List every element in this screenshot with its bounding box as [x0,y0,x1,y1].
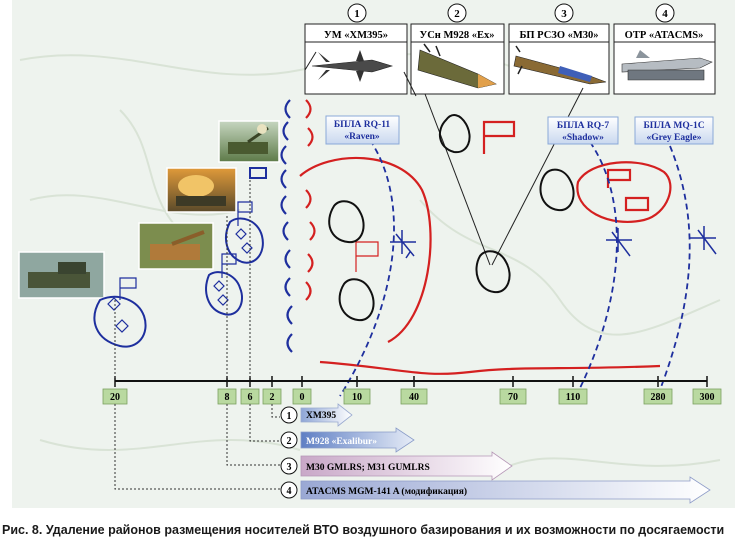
tick-label: 110 [566,392,580,403]
range-number: 4 [287,486,292,497]
tick-label: 8 [225,392,230,403]
tick-label: 20 [110,392,120,403]
uav-label-line1: БПЛА RQ-11 [334,120,391,130]
weapon-number: 1 [354,8,360,20]
range-label: M30 GMLRS; M31 GUMLRS [306,463,430,473]
range-number: 3 [287,462,292,473]
weapon-m30-box: 3 БП РСЗО «М30» [508,3,610,95]
red-flag-front [355,241,379,272]
range-label: M928 «Exalibur» [306,437,377,447]
range-row-xm395: 1 XM395 [280,403,353,427]
arrow-arcs [107,228,253,333]
range-row-atacms: 4 ATACMS MGM-141 A (модификация) [280,476,711,504]
weapon-atacms-box: 4 ОТР «ATACMS» [613,3,716,95]
uav-trajectories [339,139,691,401]
photo-himars [18,251,105,299]
weapon-label: УМ «XM395» [324,30,388,41]
uav-label-grey-eagle: БПЛА MQ-1C «Grey Eagle» [634,116,714,145]
uav-label-shadow: БПЛА RQ-7 «Shadow» [547,116,619,145]
uav-label-raven: БПЛА RQ-11 «Raven» [325,115,400,145]
weapon-m928-box: 2 УСн М928 «Ex» [410,3,505,95]
uav-label-line1: БПЛА MQ-1C [643,121,704,131]
artillery-shell-icon [417,43,497,89]
tick-label: 300 [700,392,715,403]
uav-label-line1: БПЛА RQ-7 [557,121,609,131]
missile-launcher-icon [621,50,713,81]
tick-label: 10 [352,392,362,403]
range-row-m928: 2 M928 «Exalibur» [280,427,415,453]
weapon-xm395-box: 1 УМ «XM395» [304,3,408,95]
uav-arrow-markers [390,226,717,259]
photo-howitzer-m109 [138,222,214,270]
photo-mlrs-firing [166,167,237,213]
front-line-red [299,99,672,375]
tick-label: 2 [270,392,275,403]
figure-caption: Рис. 8. Удаление районов размещения носи… [2,523,725,537]
axis-tick-labels: 20 8 6 2 0 10 40 70 110 280 300 [102,388,722,405]
uav-label-line2: «Shadow» [562,133,604,143]
front-line-blue [280,99,293,353]
unit-symbols-black [328,114,575,322]
range-leader-lines [114,180,280,490]
weapon-number: 2 [454,8,460,20]
weapon-number: 3 [561,8,567,20]
tick-label: 70 [508,392,518,403]
weapon-number: 4 [662,8,668,20]
tick-label: 6 [248,392,253,403]
weapon-label: БП РСЗО «М30» [519,30,598,41]
range-label: ATACMS MGM-141 A (модификация) [306,486,467,497]
guided-mine-icon [311,50,394,82]
range-row-m30: 3 M30 GMLRS; M31 GUMLRS [280,451,513,481]
uav-label-line2: «Grey Eagle» [647,133,702,143]
tick-label: 40 [409,392,419,403]
rocket-icon [513,45,607,85]
weapon-label: ОТР «ATACMS» [625,30,704,41]
photo-sp-howitzer [218,120,280,163]
range-label: XM395 [306,411,336,421]
tick-label: 0 [300,392,305,403]
weapon-label: УСн М928 «Ex» [419,30,494,41]
distance-axis [114,376,708,387]
tick-label: 280 [651,392,666,403]
range-number: 1 [287,411,292,422]
range-number: 2 [287,436,292,447]
uav-label-line2: «Raven» [344,132,380,142]
position-flags [119,201,253,300]
